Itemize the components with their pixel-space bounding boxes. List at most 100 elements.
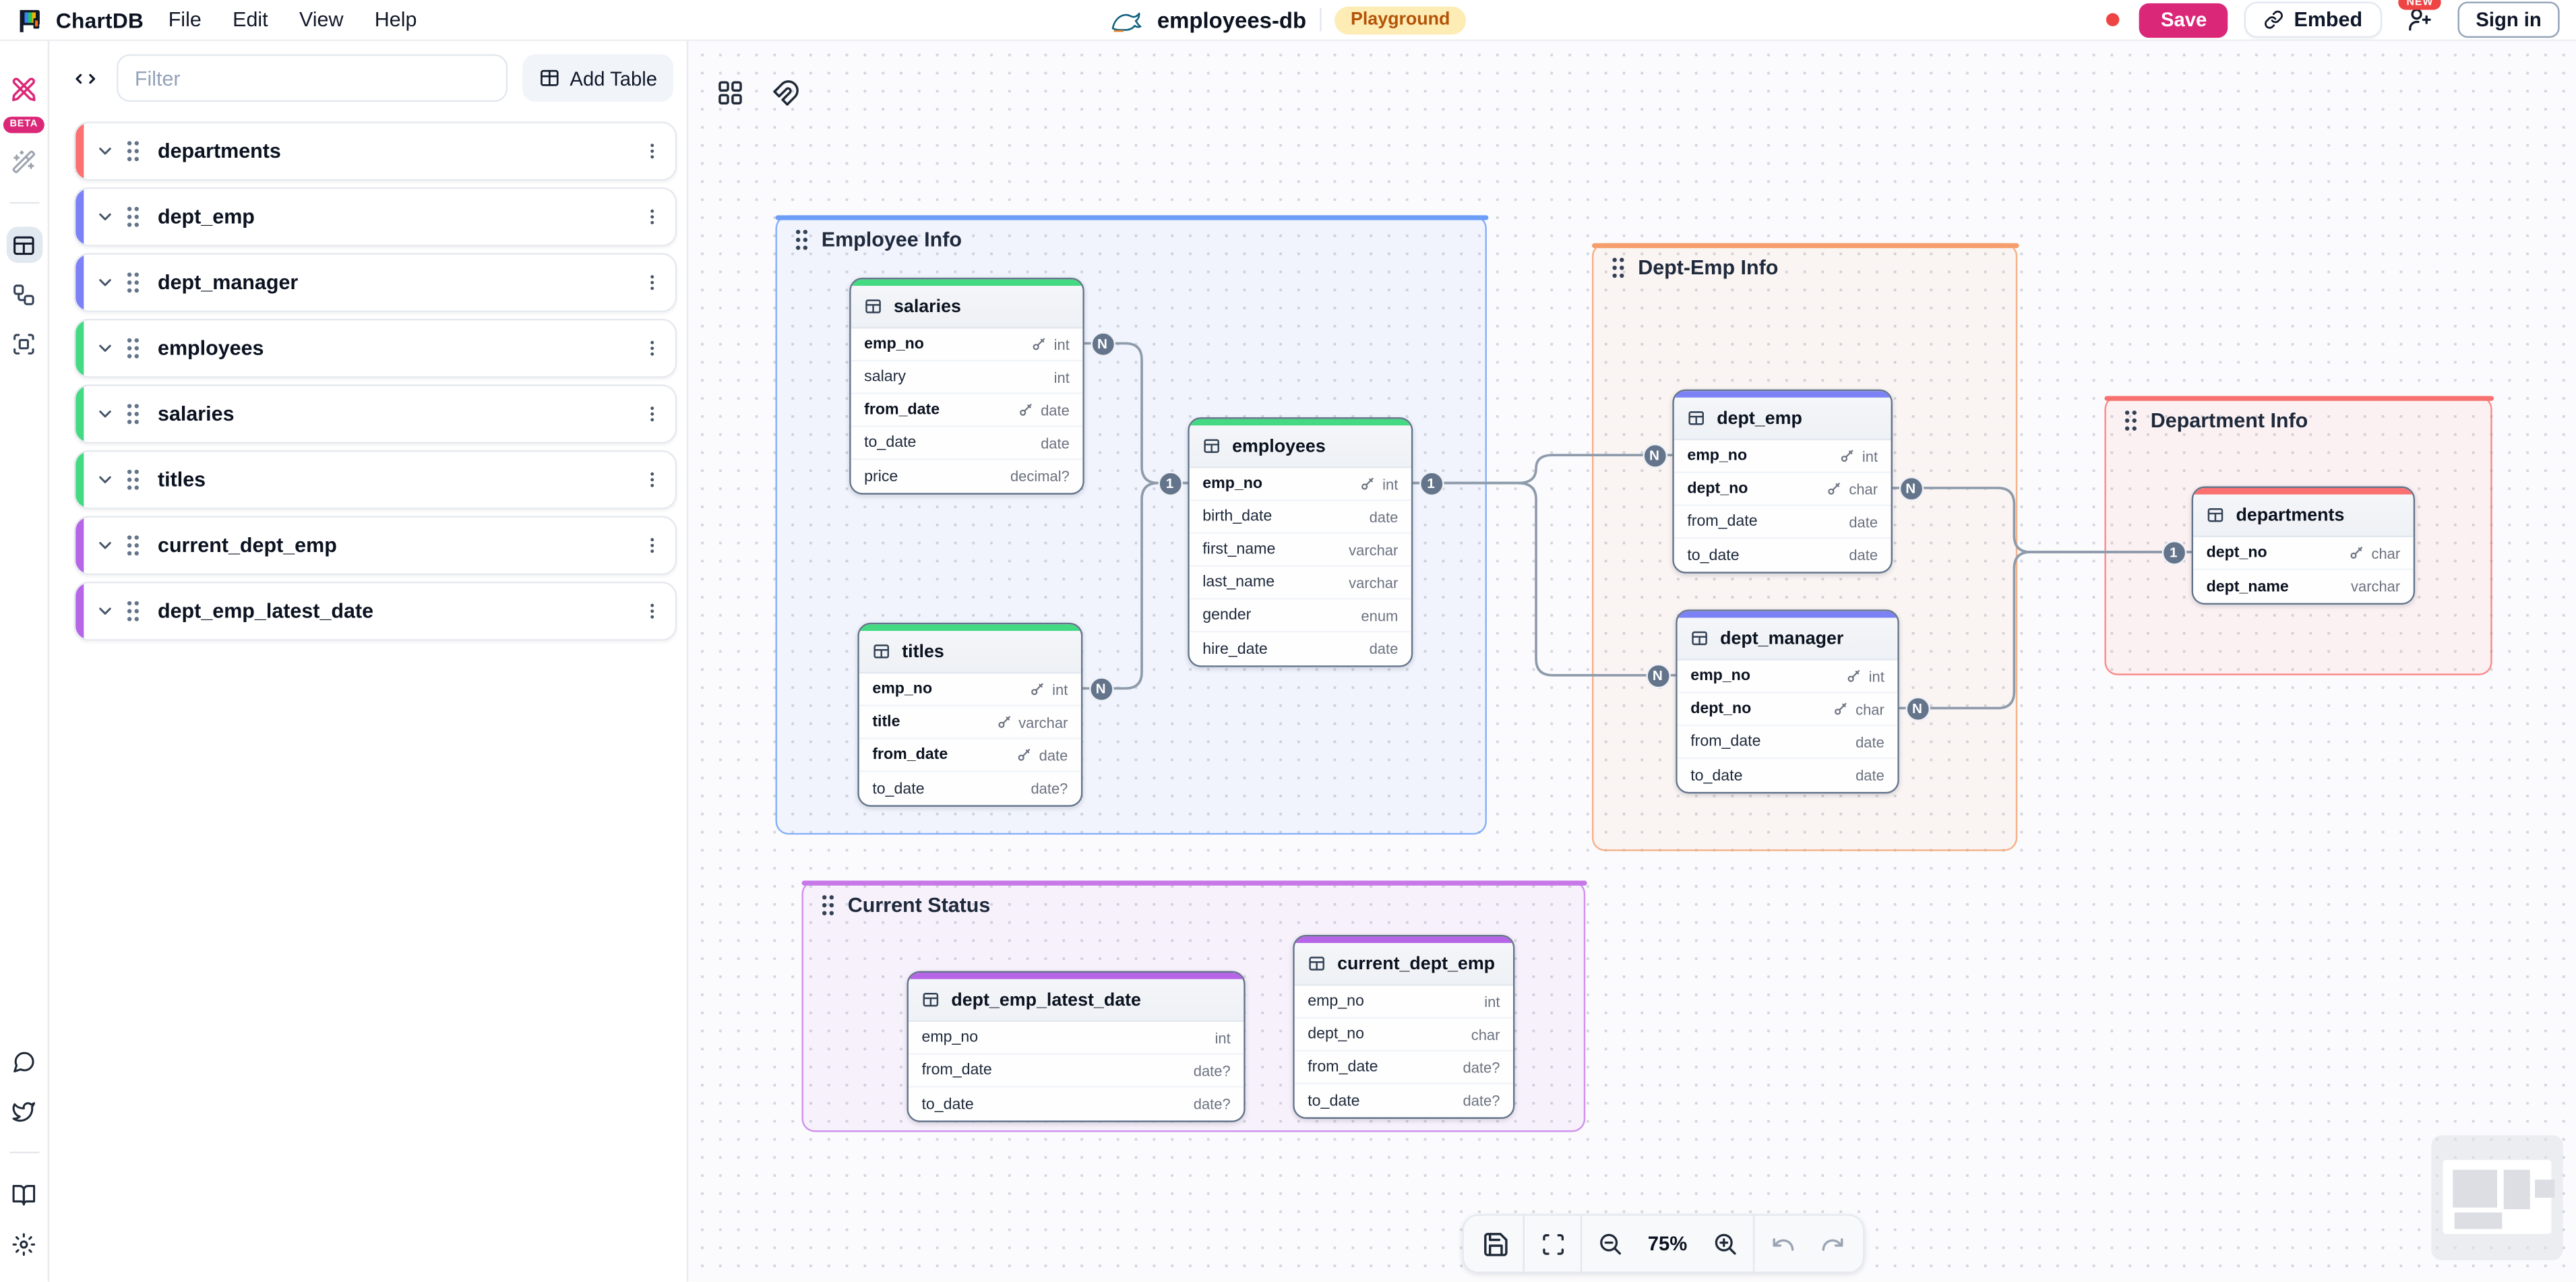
drag-handle-icon[interactable]	[125, 140, 141, 162]
chevron-down-icon[interactable]	[95, 404, 115, 424]
area-label[interactable]: Department Info	[2122, 409, 2308, 432]
kebab-menu-icon[interactable]	[642, 468, 662, 491]
menu-edit[interactable]: Edit	[233, 8, 268, 32]
kebab-menu-icon[interactable]	[642, 271, 662, 294]
diagram-name[interactable]: employees-db	[1157, 7, 1307, 32]
chevron-down-icon[interactable]	[95, 142, 115, 161]
drag-handle-icon[interactable]	[125, 337, 141, 360]
table-list-item[interactable]: departments	[73, 121, 677, 181]
table-header[interactable]: employees	[1189, 425, 1411, 468]
table-header[interactable]: current_dept_emp	[1294, 943, 1513, 986]
chevron-down-icon[interactable]	[95, 536, 115, 555]
menu-file[interactable]: File	[168, 8, 202, 32]
chevron-down-icon[interactable]	[95, 207, 115, 226]
drag-handle-icon[interactable]	[125, 534, 141, 557]
table-list-item[interactable]: employees	[73, 318, 677, 378]
sign-in-button[interactable]: Sign in	[2457, 1, 2560, 38]
kebab-menu-icon[interactable]	[642, 337, 662, 360]
save-diagram-icon[interactable]	[1471, 1214, 1520, 1273]
chevron-down-icon[interactable]	[95, 601, 115, 621]
zoom-level[interactable]: 75%	[1647, 1232, 1688, 1256]
add-table-button[interactable]: Add Table	[522, 54, 674, 102]
table-list-item[interactable]: dept_manager	[73, 253, 677, 313]
table-header[interactable]: departments	[2193, 494, 2414, 538]
zoom-in-icon[interactable]	[1700, 1214, 1750, 1273]
relationship-line[interactable]	[1413, 454, 1673, 485]
drag-handle-icon[interactable]	[1610, 256, 1626, 279]
drag-handle-icon[interactable]	[125, 468, 141, 491]
relationship-line[interactable]	[1413, 481, 1676, 677]
area-label[interactable]: Dept-Emp Info	[1610, 256, 1778, 279]
filter-input[interactable]	[117, 54, 508, 102]
sidebar-tab-relationships[interactable]	[6, 276, 42, 313]
chevron-down-icon[interactable]	[95, 338, 115, 358]
kebab-menu-icon[interactable]	[642, 140, 662, 162]
ai-pencil-icon[interactable]	[6, 71, 42, 107]
table-list-item[interactable]: dept_emp	[73, 187, 677, 247]
menu-help[interactable]: Help	[374, 8, 417, 32]
chat-icon[interactable]	[6, 1043, 42, 1080]
invite-user-button[interactable]	[2407, 7, 2433, 33]
menu-view[interactable]: View	[299, 8, 344, 32]
table-list-item[interactable]: dept_emp_latest_date	[73, 581, 677, 641]
fit-view-icon[interactable]	[1528, 1214, 1577, 1273]
redo-icon[interactable]	[1807, 1214, 1856, 1273]
code-view-icon[interactable]	[69, 61, 102, 94]
undo-icon[interactable]	[1758, 1214, 1807, 1273]
table-list-item[interactable]: salaries	[73, 384, 677, 444]
drag-handle-icon[interactable]	[793, 228, 809, 251]
table-header[interactable]: dept_manager	[1677, 617, 1898, 661]
kebab-menu-icon[interactable]	[642, 206, 662, 228]
magic-wand-icon[interactable]	[6, 143, 42, 179]
twitter-icon[interactable]	[6, 1093, 42, 1129]
layout-grid-icon[interactable]	[708, 71, 751, 113]
minimap[interactable]	[2431, 1135, 2563, 1260]
area-label[interactable]: Employee Info	[793, 228, 962, 251]
table-header[interactable]: salaries	[851, 286, 1083, 329]
area-label[interactable]: Current Status	[820, 894, 990, 917]
sidebar-tab-areas[interactable]	[6, 326, 42, 362]
table-list-item[interactable]: titles	[73, 450, 677, 510]
drag-handle-icon[interactable]	[125, 600, 141, 623]
table-list-item[interactable]: current_dept_emp	[73, 516, 677, 576]
chevron-down-icon[interactable]	[95, 470, 115, 489]
drag-handle-icon[interactable]	[125, 271, 141, 294]
relationship-line[interactable]	[1082, 481, 1188, 690]
chevron-down-icon[interactable]	[95, 273, 115, 293]
relationship-line[interactable]	[1084, 342, 1188, 485]
chartdb-logo-icon[interactable]	[16, 6, 44, 34]
kebab-menu-icon[interactable]	[642, 600, 662, 623]
relationship-line[interactable]	[1893, 487, 2192, 553]
drag-handle-icon[interactable]	[125, 206, 141, 228]
sidebar-tab-tables[interactable]	[5, 226, 42, 263]
kebab-menu-icon[interactable]	[642, 534, 662, 557]
zoom-out-icon[interactable]	[1585, 1214, 1634, 1273]
